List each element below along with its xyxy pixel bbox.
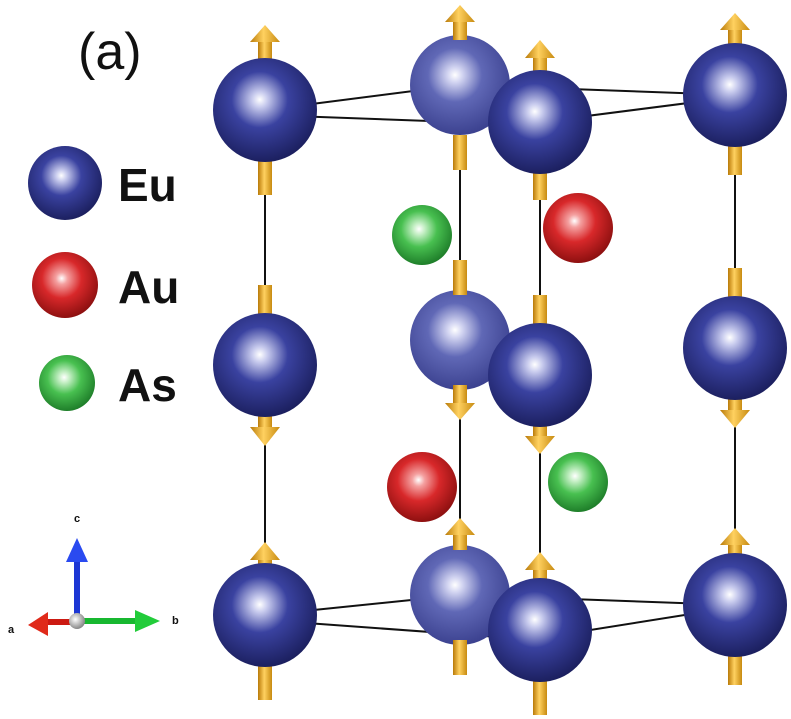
axis-a-head	[28, 612, 48, 636]
eu-atom	[488, 70, 592, 174]
axis-b-head	[135, 610, 160, 632]
au-atom	[543, 193, 613, 263]
legend-as-swatch	[39, 355, 95, 411]
spin-arrow-head-up	[720, 13, 750, 30]
axis-origin	[69, 613, 85, 629]
spin-arrow-head-up	[250, 25, 280, 42]
spin-arrow-head-down	[525, 436, 555, 454]
spin-arrow-shaft	[533, 295, 547, 325]
eu-atom	[683, 43, 787, 147]
spin-arrow-head-down	[720, 410, 750, 428]
spin-arrow-shaft	[728, 145, 742, 175]
eu-atom	[488, 323, 592, 427]
eu-atom-back	[410, 35, 510, 135]
spin-arrow-shaft	[533, 168, 547, 200]
spin-arrow-shaft	[453, 260, 467, 295]
spin-arrow-shaft	[258, 35, 272, 65]
spin-arrow-shaft	[258, 285, 272, 315]
eu-atom	[213, 313, 317, 417]
spin-arrow-head-up	[445, 518, 475, 535]
spin-arrow-shaft	[728, 650, 742, 685]
eu-atom-back	[410, 290, 510, 390]
eu-atom-back	[410, 545, 510, 645]
legend-eu-swatch	[28, 146, 102, 220]
spin-arrow-head-up	[250, 542, 280, 560]
axis-label-c: c	[74, 513, 81, 525]
spin-arrow-head-up	[720, 528, 750, 545]
axis-c-shaft	[74, 560, 80, 618]
axis-label-a: a	[8, 624, 15, 636]
as-atom	[548, 452, 608, 512]
spin-arrow-head-down	[445, 403, 475, 420]
spin-arrow-head-up	[445, 5, 475, 22]
axis-triad	[28, 538, 160, 636]
eu-atom	[488, 578, 592, 682]
eu-atom	[683, 296, 787, 400]
legend-label-au: Au	[118, 261, 180, 313]
spin-arrow-shaft	[728, 268, 742, 300]
spin-arrow-shaft	[533, 680, 547, 715]
spin-arrow-head-up	[525, 552, 555, 570]
legend-label-as: As	[118, 359, 177, 411]
axis-label-b: b	[172, 615, 179, 627]
panel-label: (a)	[78, 23, 142, 81]
spin-arrow-shaft	[453, 385, 467, 405]
eu-atom	[213, 563, 317, 667]
axis-b-shaft	[82, 618, 137, 624]
au-atom	[387, 452, 457, 522]
as-atom	[392, 205, 452, 265]
spin-arrow-head-up	[525, 40, 555, 58]
eu-atom	[683, 553, 787, 657]
legend-au-swatch	[32, 252, 98, 318]
spin-arrow-head-down	[250, 427, 280, 446]
spin-arrow-shaft	[453, 640, 467, 675]
legend-label-eu: Eu	[118, 159, 177, 211]
axis-a-shaft	[45, 619, 73, 625]
spin-arrow-shaft	[258, 160, 272, 195]
spin-arrow-shaft	[453, 135, 467, 170]
axis-c-head	[66, 538, 88, 562]
eu-atom	[213, 58, 317, 162]
